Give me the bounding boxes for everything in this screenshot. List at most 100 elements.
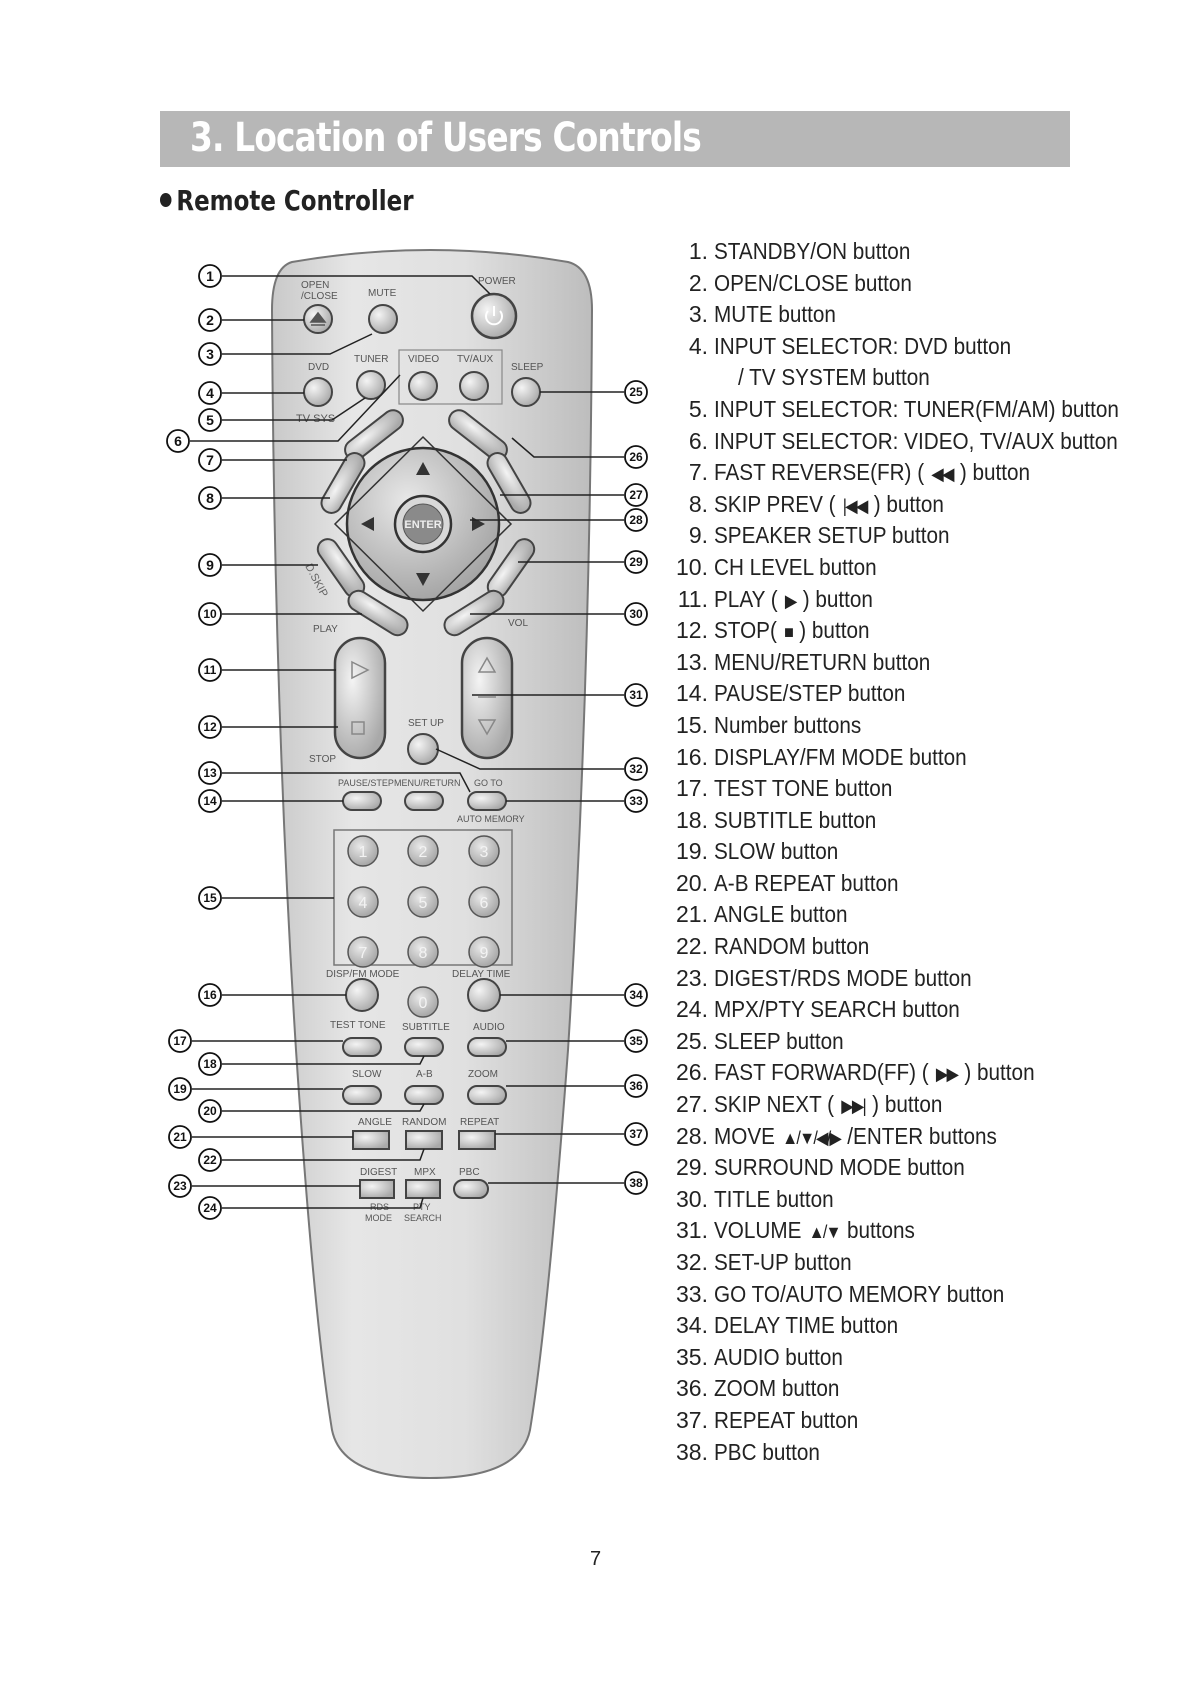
callout-1 bbox=[198, 264, 222, 288]
legend-item: 5.INPUT SELECTOR: TUNER(FM/AM) button bbox=[688, 395, 1119, 422]
legend-item: 31.VOLUME▲/▼buttons bbox=[676, 1217, 915, 1244]
legend-item: 37.REPEAT button bbox=[676, 1406, 859, 1433]
legend-item: 36.ZOOM button bbox=[676, 1375, 840, 1402]
callout-32 bbox=[624, 757, 648, 781]
legend-item: 7.FAST REVERSE(FR) (◀◀) button bbox=[688, 459, 1031, 486]
callout-4 bbox=[198, 381, 222, 405]
tv-aux-button bbox=[459, 371, 489, 401]
left-arrow-icon bbox=[361, 517, 374, 531]
fast-forward-icon: ▶▶ bbox=[935, 1064, 959, 1085]
callout-30 bbox=[624, 602, 648, 626]
zoom-label: ZOOM bbox=[468, 1069, 498, 1080]
set-up-button bbox=[407, 733, 439, 765]
callout-label-29: 29 bbox=[629, 555, 643, 569]
callout-label-11: 11 bbox=[204, 663, 217, 677]
number-label-2: 2 bbox=[419, 844, 428, 861]
open-close-label-1: OPEN bbox=[301, 280, 329, 291]
pty-search-label-1: PTY bbox=[413, 1202, 431, 1212]
play-icon bbox=[351, 660, 370, 680]
tuner-label: TUNER bbox=[354, 354, 388, 365]
number-label-5: 5 bbox=[419, 895, 428, 912]
callout-14 bbox=[198, 789, 222, 813]
play-icon: ▶ bbox=[784, 590, 797, 611]
fast-reverse-icon: ◀◀ bbox=[931, 464, 954, 485]
callout-label-15: 15 bbox=[203, 891, 217, 905]
slow-button bbox=[342, 1085, 382, 1105]
callout-label-14: 14 bbox=[203, 794, 217, 808]
callout-label-10: 10 bbox=[203, 607, 217, 621]
menu-return-label: MENU/RETURN bbox=[394, 778, 461, 788]
stop-icon bbox=[351, 721, 365, 735]
callout-label-13: 13 bbox=[203, 766, 217, 780]
tv-sys-label: TV SYS bbox=[296, 413, 335, 425]
skip-next-icon: ▶▶| bbox=[841, 1096, 867, 1117]
callout-35 bbox=[624, 1029, 648, 1053]
set-up-label: SET UP bbox=[408, 718, 444, 729]
rds-mode-label-1: RDS bbox=[370, 1202, 389, 1212]
callout-label-38: 38 bbox=[629, 1176, 643, 1190]
legend-item: 33.GO TO/AUTO MEMORY button bbox=[676, 1280, 1005, 1307]
number-button-4 bbox=[347, 886, 379, 918]
callout-label-2: 2 bbox=[206, 312, 214, 328]
number-label-7: 7 bbox=[359, 945, 368, 962]
stop-icon: ■ bbox=[784, 622, 794, 643]
callout-label-17: 17 bbox=[173, 1034, 187, 1048]
legend-item: 23.DIGEST/RDS MODE button bbox=[676, 964, 972, 991]
legend-item: 12.STOP(■) button bbox=[676, 617, 870, 644]
skip-next-button bbox=[486, 452, 532, 514]
callout-leaders-left bbox=[190, 275, 491, 1209]
play-stop-rocker bbox=[333, 636, 387, 760]
legend-item: 29.SURROUND MODE button bbox=[676, 1154, 965, 1181]
callout-label-7: 7 bbox=[206, 452, 214, 468]
volume-rocker bbox=[460, 636, 514, 760]
open-close-label-2: /CLOSE bbox=[301, 291, 338, 302]
callout-29 bbox=[624, 550, 648, 574]
number-button-3 bbox=[468, 835, 500, 867]
callout-34 bbox=[624, 983, 648, 1007]
callout-7 bbox=[198, 448, 222, 472]
power-icon bbox=[485, 306, 503, 326]
zoom-button bbox=[467, 1085, 507, 1105]
callout-label-23: 23 bbox=[173, 1179, 187, 1193]
callout-38 bbox=[624, 1171, 648, 1195]
legend-item: / TV SYSTEM button bbox=[738, 364, 930, 391]
callout-28 bbox=[624, 508, 648, 532]
number-label-8: 8 bbox=[419, 945, 428, 962]
pbc-button bbox=[453, 1179, 489, 1199]
callout-9 bbox=[198, 553, 222, 577]
stop-label: STOP bbox=[309, 754, 336, 765]
callout-label-8: 8 bbox=[206, 490, 214, 506]
legend-item: 35.AUDIO button bbox=[676, 1343, 843, 1370]
skip-prev-button bbox=[320, 452, 366, 514]
callout-label-25: 25 bbox=[629, 385, 643, 399]
callout-label-20: 20 bbox=[203, 1104, 217, 1118]
disp-fm-mode-button bbox=[345, 978, 379, 1012]
callout-label-5: 5 bbox=[206, 412, 214, 428]
legend-item: 34.DELAY TIME button bbox=[676, 1312, 899, 1339]
callout-5 bbox=[198, 408, 222, 432]
number-button-2 bbox=[407, 835, 439, 867]
section-heading-text: Remote Controller bbox=[176, 184, 414, 217]
callout-label-35: 35 bbox=[629, 1034, 643, 1048]
legend-item: 19.SLOW button bbox=[676, 838, 839, 865]
callout-label-1: 1 bbox=[206, 268, 214, 284]
callout-label-19: 19 bbox=[173, 1082, 187, 1096]
tuner-button bbox=[356, 370, 386, 400]
dvd-button bbox=[303, 377, 333, 407]
go-to-label: GO TO bbox=[474, 778, 503, 788]
button-legend: 1.STANDBY/ON button 2.OPEN/CLOSE button … bbox=[676, 236, 1156, 1468]
number-label-4: 4 bbox=[359, 895, 368, 912]
callout-label-21: 21 bbox=[173, 1130, 187, 1144]
test-tone-button bbox=[342, 1037, 382, 1057]
legend-item: 38.PBC button bbox=[676, 1438, 820, 1465]
angle-label: ANGLE bbox=[358, 1117, 392, 1128]
pause-step-button bbox=[342, 791, 382, 811]
skip-prev-icon: |◀◀ bbox=[842, 495, 869, 516]
callout-18 bbox=[198, 1052, 222, 1076]
callout-22 bbox=[198, 1148, 222, 1172]
number-label-0: 0 bbox=[419, 995, 428, 1012]
number-button-0 bbox=[407, 986, 439, 1018]
random-button bbox=[405, 1130, 443, 1150]
test-tone-label: TEST TONE bbox=[330, 1020, 386, 1031]
number-button-7 bbox=[347, 936, 379, 968]
